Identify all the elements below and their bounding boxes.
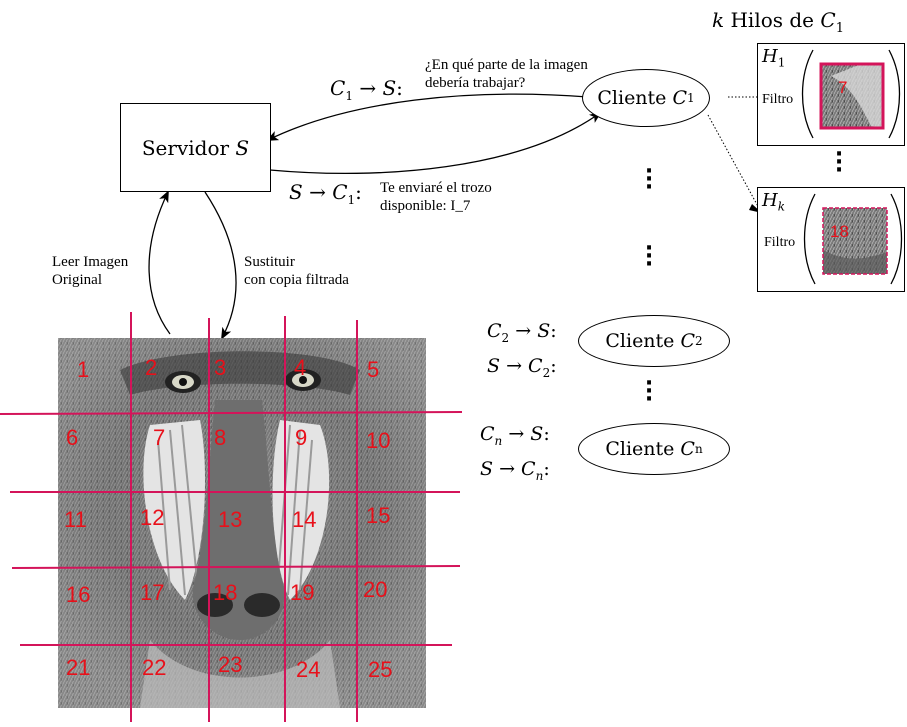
client1-label: Cliente xyxy=(597,87,667,109)
c2-messages: C2 → S: S → C2: xyxy=(487,317,557,387)
cell-number: 6 xyxy=(66,425,79,450)
thread-hk-filter: Filtro xyxy=(764,235,796,250)
cell-number: 10 xyxy=(366,428,391,453)
c1-to-s-arrow: → xyxy=(359,76,377,100)
arrow-replace-image xyxy=(204,191,237,340)
image-grid xyxy=(0,312,463,722)
arrow-server-to-client1 xyxy=(269,111,602,175)
dotted-link-threadk xyxy=(707,114,761,211)
cell-number: 23 xyxy=(218,652,243,677)
cell-number: 24 xyxy=(296,657,321,682)
cell-number: 16 xyxy=(66,582,91,607)
client2-label: Cliente xyxy=(605,330,675,352)
thread-hk-paren-chunk xyxy=(803,193,903,285)
cell-number: 7 xyxy=(153,425,166,450)
thread-h1-label: H1 xyxy=(762,46,786,70)
cell-number: 11 xyxy=(64,507,87,532)
arrow-client1-to-server xyxy=(266,93,589,141)
s-to-c1-to-sub: 1 xyxy=(347,193,356,207)
thread-h1-paren-chunk xyxy=(801,49,901,139)
clientn-var: C xyxy=(680,438,695,460)
s-answer: Te enviaré el trozo disponible: I_7 xyxy=(380,179,492,215)
c1-to-s-from-sub: 1 xyxy=(345,89,353,103)
thread-hk-chunk-number: 18 xyxy=(830,222,849,241)
cell-number: 14 xyxy=(292,507,317,532)
threads-title-text: Hilos de xyxy=(730,8,815,32)
cell-number: 18 xyxy=(213,580,238,605)
replace-image-label: Sustituir con copia filtrada xyxy=(244,253,349,289)
threads-title-sub: 1 xyxy=(835,21,844,36)
cell-number: 3 xyxy=(214,355,227,380)
cell-number: 25 xyxy=(368,657,393,682)
s-to-c1-to: C xyxy=(332,180,348,204)
read-image-label: Leer Imagen Original xyxy=(52,253,128,289)
replace-image-line2: con copia filtrada xyxy=(244,272,349,288)
cell-number: 2 xyxy=(145,355,158,380)
s-answer-line2: disponible: I_7 xyxy=(380,198,471,214)
c1-question-line1: ¿En qué parte de la imagen xyxy=(425,57,588,73)
client2-sub: 2 xyxy=(694,334,703,348)
threads-title: k Hilos de C1 xyxy=(712,8,844,36)
cell-number: 9 xyxy=(295,425,308,450)
replace-image-line1: Sustituir xyxy=(244,254,295,270)
thread-hk-label: Hk xyxy=(762,190,785,214)
thread-h1-filter: Filtro xyxy=(762,92,794,107)
s-to-c1-label: S → C1: xyxy=(289,180,362,207)
vdots-clients-2-n: ··· xyxy=(644,371,654,412)
cell-number: 17 xyxy=(140,580,165,605)
vdots-threads: ··· xyxy=(834,142,844,183)
threads-title-c: C xyxy=(820,8,836,32)
cell-number: 13 xyxy=(218,507,243,532)
server-var: S xyxy=(235,135,250,160)
thread-h1-chunk-number: 7 xyxy=(838,78,848,97)
client1-var: C xyxy=(672,87,687,109)
read-image-line2: Original xyxy=(52,272,102,288)
client1-sub: 1 xyxy=(686,91,695,105)
clientn-label: Cliente xyxy=(605,438,675,460)
cell-number: 20 xyxy=(363,577,388,602)
c1-to-s-label: C1 → S: xyxy=(330,76,403,103)
cell-number: 12 xyxy=(140,505,165,530)
cell-number: 1 xyxy=(77,357,90,382)
clientn-sub: n xyxy=(694,442,703,456)
s-to-c1-from: S xyxy=(289,180,303,204)
threads-title-k: k xyxy=(712,8,725,32)
c1-to-s-from: C xyxy=(330,76,346,100)
s-to-c1-colon: : xyxy=(355,180,362,204)
s-to-c2: S → C2: xyxy=(487,354,557,380)
vdots-between-clients: ··· xyxy=(644,159,654,200)
cell-number: 21 xyxy=(66,655,91,680)
baboon-image xyxy=(58,338,426,708)
c2-to-s: C2 → S: xyxy=(487,320,557,345)
c1-question: ¿En qué parte de la imagen debería traba… xyxy=(425,56,588,92)
read-image-line1: Leer Imagen xyxy=(52,254,129,270)
cell-number: 8 xyxy=(214,425,227,450)
cell-number: 4 xyxy=(294,355,307,380)
client2-var: C xyxy=(680,330,695,352)
arrow-read-image xyxy=(148,190,171,335)
vdots-between-clients-2: ··· xyxy=(644,236,654,277)
s-answer-line1: Te enviaré el trozo xyxy=(380,180,492,196)
cell-number: 5 xyxy=(367,357,380,382)
cell-number: 19 xyxy=(290,580,315,605)
thread-box-h1: H1 Filtro 7 xyxy=(757,43,905,146)
cell-number: 22 xyxy=(142,655,167,680)
cell-number: 15 xyxy=(366,503,391,528)
c1-to-s-to: S xyxy=(382,76,397,100)
server-box: Servidor S xyxy=(120,103,271,192)
s-to-c1-arrow: → xyxy=(309,180,326,204)
cn-to-s: Cn → S: xyxy=(480,423,550,448)
cn-messages: Cn → S: S → Cn: xyxy=(480,420,550,490)
s-to-cn: S → Cn: xyxy=(480,457,550,483)
thread-box-hk: Hk Filtro 18 xyxy=(757,187,905,292)
c1-to-s-colon: : xyxy=(396,76,403,100)
server-label: Servidor xyxy=(141,135,230,160)
c1-question-line2: debería trabajar? xyxy=(425,75,526,91)
